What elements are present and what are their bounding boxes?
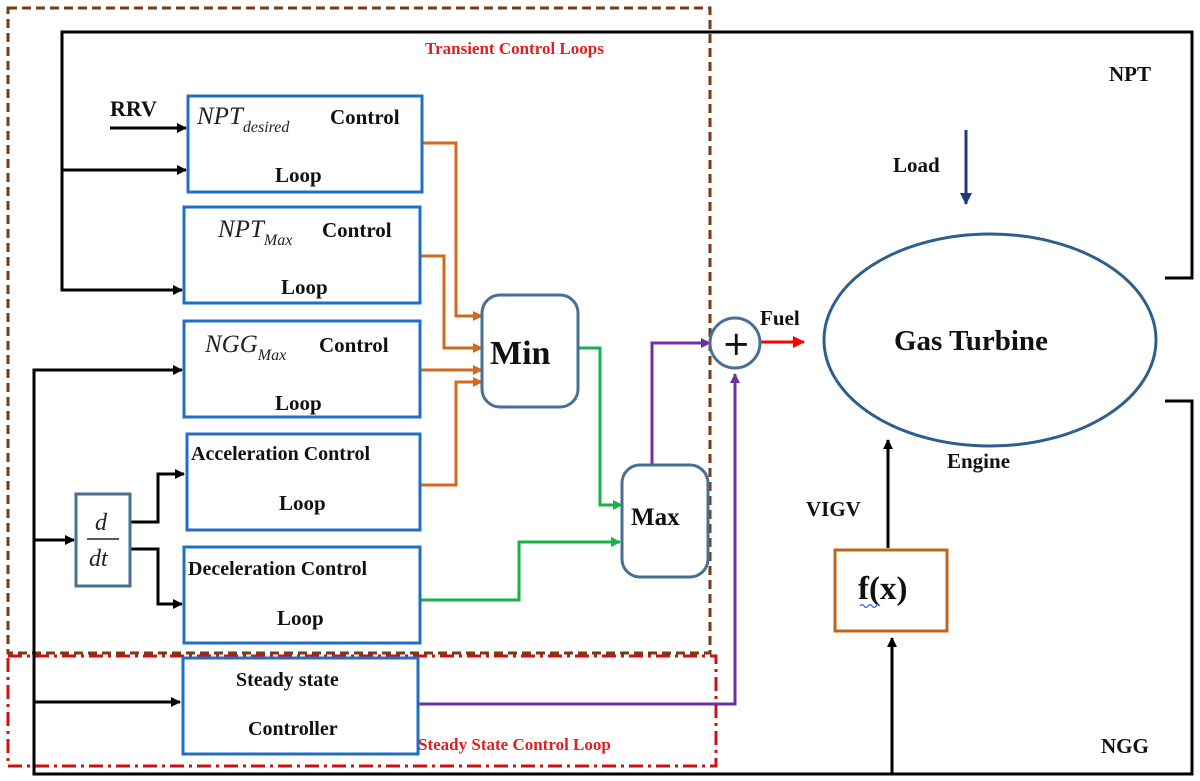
- transient-region: [6, 6, 712, 655]
- derivative-to-accel-line: [130, 469, 185, 524]
- ngg-max-label: Control: [319, 333, 389, 357]
- decel-label2: Loop: [277, 606, 324, 630]
- npt-desired-symbol-sub: desired: [243, 119, 291, 136]
- ngg-label: NGG: [1101, 734, 1149, 758]
- min-to-max-line: [578, 346, 623, 510]
- fx-label: f(x): [858, 571, 907, 607]
- vigv-label: VIGV: [806, 497, 861, 521]
- engine-label: Gas Turbine: [894, 325, 1048, 357]
- transient-region-label: Transient Control Loops: [425, 39, 604, 58]
- max-label: Max: [631, 504, 680, 531]
- ngg-max-block: [182, 319, 422, 419]
- accel-label2: Loop: [279, 491, 326, 515]
- steady-label2: Controller: [248, 718, 338, 740]
- npt-max-symbol-sub: Max: [263, 232, 292, 249]
- steady-label: Steady state: [236, 669, 339, 691]
- npt-desired-label: Control: [330, 105, 400, 129]
- steady-block: [181, 656, 420, 756]
- ngg-feedback-line: [32, 365, 1194, 776]
- fx-block: [833, 548, 949, 633]
- ngg-max-label2: Loop: [275, 391, 322, 415]
- max-to-sum-line: [650, 338, 711, 465]
- npt-max-symbol: NPTMax: [217, 216, 292, 249]
- desired-to-min-line: [422, 141, 483, 321]
- engine-caption: Engine: [947, 449, 1010, 473]
- rrv-label: RRV: [110, 96, 157, 121]
- decel-label: Deceleration Control: [188, 558, 367, 580]
- steady-region: [6, 654, 718, 768]
- derivative-numerator: d: [95, 510, 108, 536]
- derivative-denominator: dt: [89, 546, 109, 572]
- nptmax-to-min-line: [420, 254, 483, 353]
- load-label: Load: [893, 153, 940, 177]
- npt-desired-label2: Loop: [275, 163, 322, 187]
- accel-label: Acceleration Control: [191, 443, 370, 465]
- decel-block: [182, 545, 422, 645]
- max-block: [620, 463, 710, 579]
- ngg-max-symbol: NGGMax: [204, 331, 286, 364]
- decel-to-max-line: [420, 537, 621, 602]
- npt-desired-symbol: NPTdesired: [196, 103, 290, 136]
- npt-max-block: [182, 205, 422, 305]
- sum-symbol: +: [722, 324, 751, 364]
- npt-label: NPT: [1109, 62, 1151, 86]
- npt-max-label: Control: [322, 218, 392, 242]
- steady-to-sum-line: [418, 373, 740, 706]
- ngg-max-symbol-main: NGG: [204, 331, 258, 358]
- npt-max-symbol-main: NPT: [217, 216, 266, 243]
- sum-junction: [708, 316, 762, 370]
- derivative-block: [74, 492, 132, 588]
- accel-to-min-line: [420, 377, 483, 487]
- min-label: Min: [490, 335, 551, 372]
- min-block: [480, 293, 580, 409]
- ngg-max-symbol-sub: Max: [257, 347, 286, 364]
- npt-desired-symbol-main: NPT: [196, 103, 245, 130]
- npt-desired-block: [186, 94, 424, 194]
- fuel-label: Fuel: [760, 306, 800, 330]
- fx-spellcheck-squiggle: [859, 603, 881, 609]
- accel-block: [185, 432, 422, 532]
- steady-region-label: Steady State Control Loop: [418, 735, 611, 754]
- npt-max-label2: Loop: [281, 275, 328, 299]
- derivative-to-decel-line: [130, 547, 183, 609]
- gas-turbine-engine: [822, 232, 1158, 448]
- npt-feedback-line: [60, 30, 1194, 295]
